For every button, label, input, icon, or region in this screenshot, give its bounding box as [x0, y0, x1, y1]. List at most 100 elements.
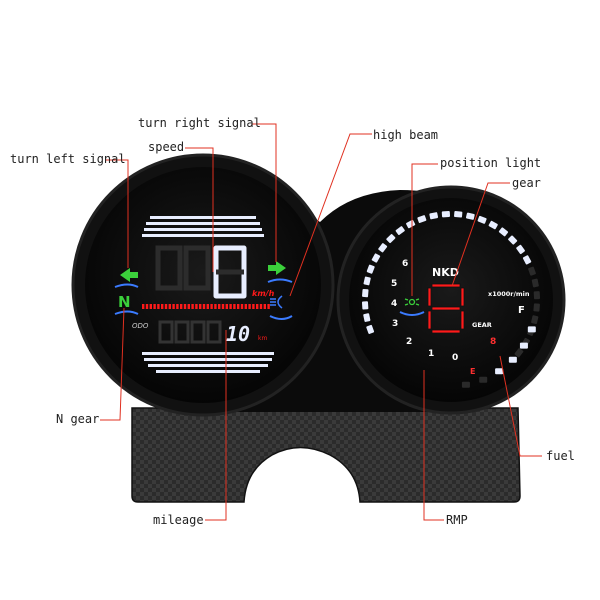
position-light-icon [404, 298, 420, 306]
left-blue-arc [114, 283, 139, 288]
speed-digit-main [213, 245, 247, 299]
rpm-led [516, 244, 525, 255]
speed-bar-segment [172, 304, 175, 309]
rpm-led [522, 255, 532, 265]
rpm-led [531, 278, 539, 288]
leader-rmp [423, 370, 444, 521]
speed-bar-segment [202, 304, 206, 309]
rpm-led [441, 210, 451, 218]
position-blue-arc [399, 311, 425, 316]
label-turn-left: turn left signal [10, 152, 126, 166]
rpm-led [533, 291, 541, 300]
speed-bar-segment [176, 304, 179, 309]
speed-bar-graph [142, 304, 270, 309]
speed-bar-segment [145, 304, 149, 309]
bottom-light-bars [142, 352, 274, 373]
label-mileage: mileage [153, 513, 204, 527]
gear-display [427, 283, 465, 334]
leader-fuel [499, 355, 542, 457]
leader-lines [100, 123, 542, 521]
rpm-led [498, 227, 509, 237]
rpm-led [363, 313, 371, 322]
label-rmp: RMP [446, 513, 468, 527]
right-blue-arc [267, 278, 293, 283]
rpm-tick-label: 0 [452, 353, 458, 363]
odo-value: 10 [226, 322, 250, 346]
speed-bar-segment [252, 304, 255, 309]
speed-bar-segment [187, 304, 190, 309]
speed-bar-segment [161, 304, 164, 309]
label-fuel: fuel [546, 449, 575, 463]
speedometer: km/h N ODO 10 km [71, 153, 335, 417]
leader-n-gear [100, 307, 125, 421]
turn-left-icon [120, 268, 138, 282]
speed-bar-segment [218, 304, 221, 309]
left-blue-arc-2 [114, 310, 139, 315]
speed-unit: km/h [252, 289, 275, 298]
speed-bar-segment [183, 304, 187, 309]
speed-bar-segment [263, 304, 266, 309]
fuel-led [461, 381, 470, 388]
speed-bar-segment [142, 304, 145, 309]
fuel-digit: 8 [490, 337, 496, 347]
rpm-led [378, 243, 388, 253]
rpm-tick-label: 6 [402, 259, 408, 269]
speed-bar-segment [244, 304, 247, 309]
high-beam-icon [270, 295, 283, 309]
rpm-tick-label: 1 [428, 349, 434, 359]
speed-bar-segment [233, 304, 236, 309]
rpm-led [508, 235, 518, 245]
speed-bar-segment [149, 304, 152, 309]
speed-bar-segment [164, 304, 168, 309]
rpm-unit: x1000r/min [488, 290, 530, 298]
carbon-bracket [131, 407, 521, 503]
label-turn-right: turn right signal [138, 116, 261, 130]
rpm-led [386, 234, 396, 244]
leader-position-light [411, 163, 438, 296]
speed-bar-segment [221, 304, 225, 309]
rpm-led [454, 211, 463, 218]
fuel-led [519, 342, 528, 349]
rpm-led [477, 215, 487, 224]
odometer-ghost [158, 320, 222, 344]
rpm-led-ring [361, 210, 541, 388]
rpm-led [395, 226, 405, 235]
rpm-led [514, 348, 524, 358]
speed-bar-segment [153, 304, 156, 309]
speed-bar-segment [256, 304, 259, 309]
rpm-tick-label: 4 [391, 299, 397, 309]
speed-bar-segment [240, 304, 244, 309]
speed-ghost [155, 245, 211, 291]
rpm-led [429, 212, 439, 220]
leader-turn-left [106, 159, 129, 268]
gear-label: GEAR [472, 321, 492, 329]
speed-bar-segment [248, 304, 251, 309]
speed-bar-segment [180, 304, 183, 309]
leader-high-beam [289, 133, 372, 297]
label-gear: gear [512, 176, 541, 190]
speed-bar-segment [229, 304, 232, 309]
rpm-led [362, 288, 369, 298]
rpm-led [531, 315, 539, 325]
turn-right-icon [268, 261, 286, 275]
speed-bar-segment [199, 304, 202, 309]
label-speed: speed [148, 140, 185, 154]
leader-mileage [205, 330, 227, 521]
rpm-led [488, 220, 498, 230]
fuel-led [508, 356, 517, 363]
fuel-empty-label: E [470, 367, 475, 376]
speed-bar-segment [225, 304, 228, 309]
leader-turn-right [252, 123, 277, 262]
rpm-led [465, 212, 475, 220]
speed-bar-segment [214, 304, 217, 309]
fuel-led [495, 368, 504, 375]
speed-bar-segment [237, 304, 240, 309]
neutral-indicator: N [118, 293, 131, 311]
right-blue-arc-2 [269, 315, 293, 320]
speed-bar-segment [157, 304, 160, 309]
rpm-led [366, 264, 375, 274]
rpm-tick-label: 3 [392, 319, 398, 329]
